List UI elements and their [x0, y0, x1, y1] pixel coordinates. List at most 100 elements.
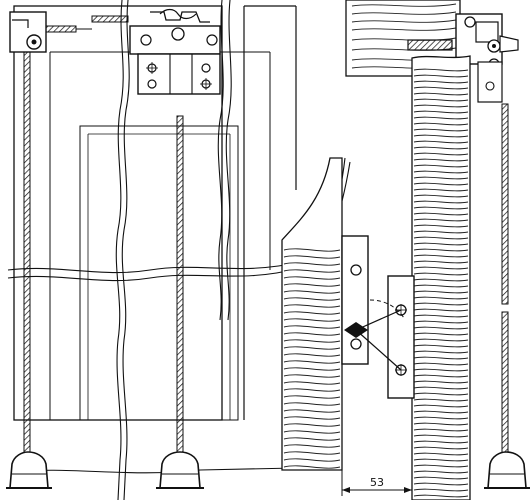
- wood-grain-line: [413, 266, 469, 270]
- wood-grain-line: [283, 444, 341, 448]
- wood-grain-line: [283, 367, 341, 371]
- wood-post: [411, 55, 471, 500]
- wood-grain-line: [283, 332, 341, 336]
- wood-grain-line: [413, 350, 469, 354]
- wood-grain-line: [283, 248, 341, 252]
- wood-grain-line: [413, 170, 469, 174]
- wood-grain-line: [413, 278, 469, 282]
- left-pivot-bracket: [9, 11, 92, 53]
- post-hinge-plate: [387, 275, 415, 399]
- wood-grain-line: [413, 218, 469, 222]
- wood-grain-line: [283, 297, 341, 301]
- wood-grain-line: [413, 458, 469, 462]
- wood-grain-line: [413, 236, 469, 240]
- wood-grain-line: [283, 339, 341, 343]
- dimension-label: 53: [370, 476, 384, 489]
- wood-grain-line: [413, 302, 469, 306]
- wood-grain-line: [283, 304, 341, 308]
- door-leaf-section: [281, 157, 343, 471]
- wood-grain-line: [413, 440, 469, 444]
- wood-grain-line: [413, 392, 469, 396]
- wood-grain-line: [413, 116, 469, 120]
- wood-grain-line: [283, 374, 341, 378]
- wood-grain-line: [283, 423, 341, 427]
- wood-grain-line: [283, 451, 341, 455]
- wood-grain-line: [413, 224, 469, 228]
- wood-grain-line: [413, 326, 469, 330]
- wood-grain-line: [283, 262, 341, 266]
- front-elevation-view: [6, 0, 351, 500]
- right-rod: [501, 103, 509, 463]
- wood-grain-line: [283, 269, 341, 273]
- wood-grain-line: [283, 465, 341, 469]
- wood-grain-line: [413, 452, 469, 456]
- wood-grain-line: [413, 230, 469, 234]
- wood-grain-line: [413, 104, 469, 108]
- wood-grain-line: [283, 283, 341, 287]
- wood-grain-line: [413, 482, 469, 486]
- wood-grain-line: [413, 140, 469, 144]
- wood-grain-line: [413, 164, 469, 168]
- wood-grain-line: [413, 152, 469, 156]
- wood-grain-line: [413, 476, 469, 480]
- wood-grain-line: [413, 410, 469, 414]
- wood-grain-line: [413, 188, 469, 192]
- center-foot: [156, 451, 204, 489]
- wood-grain-line: [283, 360, 341, 364]
- wood-grain-line: [413, 80, 469, 84]
- wood-grain-line: [413, 488, 469, 492]
- wood-grain-line: [283, 290, 341, 294]
- right-foot: [484, 451, 530, 489]
- wood-grain-line: [413, 272, 469, 276]
- wood-grain-line: [413, 344, 469, 348]
- center-rod: [176, 115, 184, 461]
- wood-grain-line: [413, 362, 469, 366]
- wood-grain-line: [413, 290, 469, 294]
- leaf-hinge-plate: [341, 235, 405, 371]
- wood-grain-line: [413, 320, 469, 324]
- wood-grain-line: [283, 409, 341, 413]
- wood-grain-line: [413, 176, 469, 180]
- wood-grain-line: [413, 134, 469, 138]
- wood-grain-line: [413, 68, 469, 72]
- wood-grain-line: [413, 98, 469, 102]
- wood-grain-line: [283, 381, 341, 385]
- wood-grain-line: [413, 242, 469, 246]
- wood-grain-line: [413, 182, 469, 186]
- wood-grain-line: [413, 380, 469, 384]
- wood-grain-line: [283, 437, 341, 441]
- wood-grain-line: [413, 368, 469, 372]
- dimension-line: 53: [341, 470, 413, 496]
- wood-grain-line: [413, 428, 469, 432]
- wood-grain-line: [413, 158, 469, 162]
- wood-grain-line: [283, 430, 341, 434]
- wood-grain-line: [283, 402, 341, 406]
- wood-grain-line: [413, 122, 469, 126]
- wood-grain-line: [413, 404, 469, 408]
- wood-grain-line: [413, 494, 469, 498]
- wood-grain-line: [283, 346, 341, 350]
- wood-grain-line: [413, 212, 469, 216]
- wood-grain-line: [413, 128, 469, 132]
- wood-grain-line: [413, 200, 469, 204]
- wood-grain-line: [283, 255, 341, 259]
- wood-grain-line: [413, 332, 469, 336]
- wood-grain-line: [413, 110, 469, 114]
- wood-grain-line: [413, 314, 469, 318]
- wood-grain-line: [283, 388, 341, 392]
- wood-grain-line: [413, 422, 469, 426]
- wood-grain-line: [413, 260, 469, 264]
- wood-grain-line: [413, 194, 469, 198]
- wood-grain-line: [413, 338, 469, 342]
- wood-grain-line: [413, 356, 469, 360]
- wood-grain-line: [413, 206, 469, 210]
- wood-grain-line: [413, 374, 469, 378]
- top-pivot-hardware: [407, 13, 519, 103]
- wood-grain-line: [413, 146, 469, 150]
- wood-grain-line: [413, 254, 469, 258]
- wood-grain-line: [413, 284, 469, 288]
- section-view: 53: [281, 0, 530, 500]
- wood-grain-line: [413, 416, 469, 420]
- wood-grain-line: [413, 470, 469, 474]
